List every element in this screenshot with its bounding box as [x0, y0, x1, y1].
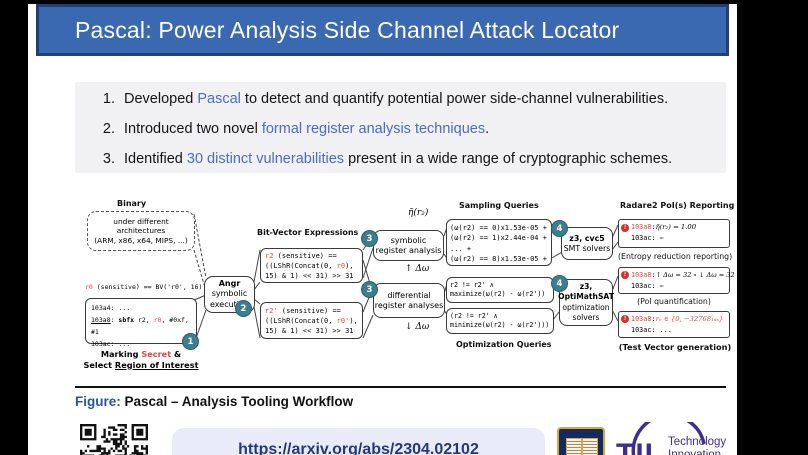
list-item: 3. Identified 30 distinct vulnerabilitie… — [95, 151, 672, 167]
radare2-label: Radare2 PoI(s) Reporting — [620, 201, 735, 210]
step-4-badge: 4 — [551, 220, 568, 237]
entropy-report-box: !103a8: η̃(r₂) = 1.00 103ac: ⋯ — [618, 219, 730, 248]
delta-up-label: ↑ Δω — [405, 264, 430, 274]
list-text: Identified 30 distinct vulnerabilities p… — [124, 151, 673, 167]
bitvector-label: Bit-Vector Expressions — [257, 228, 359, 237]
smt-solvers-box: z3, cvc5 SMT solvers — [561, 227, 613, 260]
step-2-badge: 2 — [235, 300, 252, 317]
tii-letters: TII — [616, 438, 654, 455]
bitvector-expr-1: r2 (sensitive) == ((LShR(Concat(0, r0), … — [260, 248, 363, 283]
binary-label: Binary — [117, 199, 147, 208]
qr-code — [80, 424, 148, 455]
list-item: 2. Introduced two novel formal register … — [95, 121, 489, 137]
entropy-report-caption: (Entropy reduction reporting) — [618, 252, 733, 261]
list-text: Introduced two novel formal register ana… — [124, 121, 490, 137]
highlight-techniques: formal register analysis techniques — [261, 121, 486, 137]
step-1-badge: 1 — [182, 333, 199, 350]
highlight-vulnerabilities: 30 distinct vulnerabilities — [186, 151, 345, 167]
paper-url: https://arxiv.org/abs/2304.02102 — [238, 441, 479, 455]
list-number: 1. — [102, 91, 115, 107]
bitvector-expr-2: r2' (sensitive) == ((LShR(Concat(0, r0')… — [260, 302, 363, 339]
bar-ilan-logo — [557, 427, 605, 455]
symbolic-analysis-box: symbolic register analysis — [373, 230, 444, 261]
key-points-panel: 1. Developed Pascal to detect and quanti… — [75, 82, 726, 173]
paper-link[interactable]: https://arxiv.org/abs/2304.02102 — [172, 428, 545, 455]
list-number: 3. — [102, 151, 115, 167]
title-bar: Pascal: Power Analysis Side Channel Atta… — [36, 4, 729, 56]
entropy-formula-label: η̃(r₂) — [408, 208, 429, 218]
list-item: 1. Developed Pascal to detect and quanti… — [95, 91, 668, 107]
tii-wordmark: Technology Innovation — [668, 436, 727, 455]
figure-caption: Figure: Pascal – Analysis Tooling Workfl… — [75, 394, 353, 409]
testvector-report-box: !103a8: r₀ ∈ {0, −32768₁₆ₛ} 103ac: ... — [618, 311, 730, 338]
figure-label: Figure: — [75, 394, 121, 409]
poi-report-caption: (PoI quantification) — [637, 297, 711, 306]
maximize-query-box: r2 != r2' ∧ maximize(ω(r2) - ω(r2')) — [446, 277, 554, 303]
step-3-badge: 3 — [361, 281, 378, 298]
optimization-solvers-box: z3, OptiMathSAT optimization solvers — [558, 279, 614, 326]
figure-title: Pascal – Analysis Tooling Workflow — [124, 394, 354, 409]
step-3-badge: 3 — [361, 230, 378, 247]
delta-down-label: ↓ Δω — [405, 322, 430, 332]
alert-icon: ! — [621, 271, 629, 280]
list-number: 2. — [102, 121, 115, 137]
highlight-pascal: Pascal — [197, 91, 241, 107]
poster-slide: Pascal: Power Analysis Side Channel Atta… — [28, 4, 737, 455]
assembly-code-box: 103a4: ... 103a8: sbfx r2, r0, #0xf, #1 … — [85, 298, 197, 348]
poi-report-box: !103a8: ↑ Δω = 32 ∘ ↓ Δω = 32 103ac: ⋯ — [618, 267, 735, 294]
list-text: Developed Pascal to detect and quantify … — [124, 91, 669, 107]
sampling-queries-label: Sampling Queries — [459, 201, 539, 210]
workflow-diagram: Binary under different architectures (AR… — [75, 198, 735, 386]
divider-line — [75, 386, 726, 388]
testvector-report-caption: (Test Vector generation) — [618, 342, 732, 352]
sampling-query-box: (ω(r2) == 0)x1.53e-05 + (ω(r2) == 1)x2.4… — [446, 219, 552, 266]
minimize-query-box: (r2 != r2' ∧ minimize(ω(r2) - ω(r2'))) — [446, 308, 554, 334]
alert-icon: ! — [621, 223, 629, 232]
architectures-note: under different architectures (ARM, x86,… — [87, 211, 195, 251]
sensitive-marking-line: r0 (sensitive) == BV('r0', 16) — [85, 283, 203, 291]
differential-analysis-box: differential register analyses — [373, 283, 445, 318]
step-4-badge: 4 — [551, 275, 568, 292]
optimization-queries-label: Optimization Queries — [456, 340, 552, 349]
marking-caption: Marking Secret & Select Region of Intere… — [83, 349, 199, 370]
book-page-left — [566, 438, 582, 455]
alert-icon: ! — [621, 315, 629, 324]
page-title: Pascal: Power Analysis Side Channel Atta… — [75, 16, 620, 43]
book-page-right — [582, 438, 598, 455]
tii-swoosh-icon — [631, 422, 706, 455]
